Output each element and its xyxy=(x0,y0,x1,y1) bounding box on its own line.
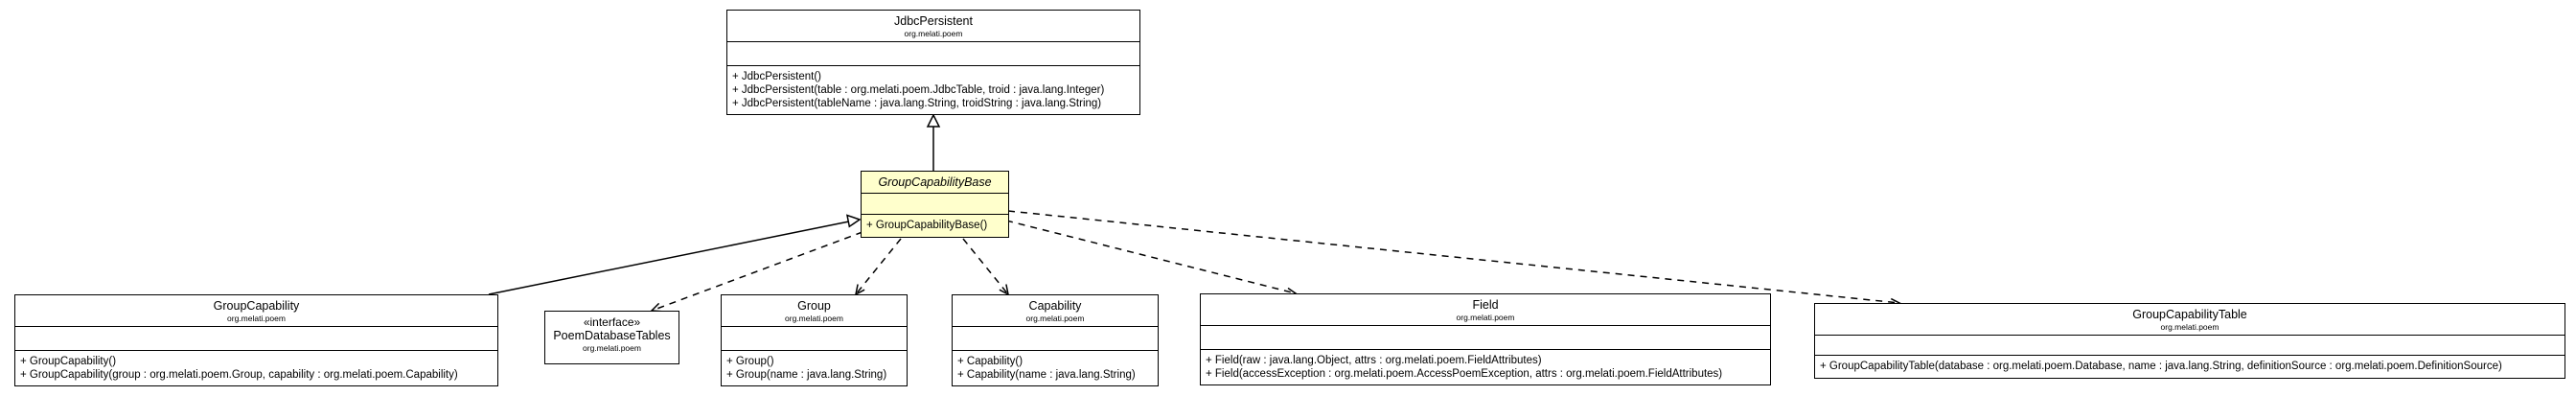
class-header: GroupCapability org.melati.poem xyxy=(15,295,497,326)
operation: + Field(raw : java.lang.Object, attrs : … xyxy=(1206,355,1542,366)
dependency-to-capability xyxy=(962,238,1010,296)
class-name: GroupCapabilityBase xyxy=(878,175,992,189)
operation: + Group() xyxy=(726,356,774,367)
stereotype-label: «interface» xyxy=(583,315,641,329)
class-jdbcpersistent[interactable]: JdbcPersistent org.melati.poem + JdbcPer… xyxy=(726,10,1140,115)
operation: + JdbcPersistent() xyxy=(732,71,821,82)
operation: + JdbcPersistent(tableName : java.lang.S… xyxy=(732,98,1102,109)
attributes-divider xyxy=(722,326,907,327)
class-name: GroupCapability xyxy=(213,299,300,313)
class-groupcapabilitybase[interactable]: GroupCapabilityBase + GroupCapabilityBas… xyxy=(861,171,1009,238)
class-header: JdbcPersistent org.melati.poem xyxy=(727,11,1139,41)
class-name: PoemDatabaseTables xyxy=(553,329,671,342)
class-field[interactable]: Field org.melati.poem + Field(raw : java… xyxy=(1200,293,1771,385)
package-name: org.melati.poem xyxy=(785,314,843,323)
operations-list: + Field(raw : java.lang.Object, attrs : … xyxy=(1206,354,1766,381)
class-groupcapability[interactable]: GroupCapability org.melati.poem + GroupC… xyxy=(14,294,498,386)
operations-list: + Capability() + Capability(name : java.… xyxy=(957,355,1154,382)
operations-divider xyxy=(15,350,497,351)
operation: + GroupCapabilityTable(database : org.me… xyxy=(1820,361,2502,372)
package-name: org.melati.poem xyxy=(1456,313,1515,322)
class-groupcapabilitytable[interactable]: GroupCapabilityTable org.melati.poem + G… xyxy=(1814,303,2565,379)
operations-divider xyxy=(862,214,1008,215)
operation: + Field(accessException : org.melati.poe… xyxy=(1206,368,1723,380)
operation: + Group(name : java.lang.String) xyxy=(726,369,887,381)
attributes-divider xyxy=(727,41,1139,42)
class-header: GroupCapabilityTable org.melati.poem xyxy=(1815,304,2564,335)
operation: + GroupCapability() xyxy=(20,356,117,367)
operations-divider xyxy=(722,350,907,351)
operation: + JdbcPersistent(table : org.melati.poem… xyxy=(732,84,1105,96)
package-name: org.melati.poem xyxy=(904,29,963,38)
class-capability[interactable]: Capability org.melati.poem + Capability(… xyxy=(952,294,1159,386)
operations-divider xyxy=(1201,349,1770,350)
class-name: Field xyxy=(1472,298,1499,312)
class-name: GroupCapabilityTable xyxy=(2132,308,2247,321)
package-name: org.melati.poem xyxy=(583,343,641,353)
class-group[interactable]: Group org.melati.poem + Group() + Group(… xyxy=(721,294,908,386)
class-header: GroupCapabilityBase xyxy=(862,172,1008,193)
class-header: Capability org.melati.poem xyxy=(953,295,1158,326)
package-name: org.melati.poem xyxy=(1025,314,1085,323)
class-name: JdbcPersistent xyxy=(894,14,973,28)
attributes-divider xyxy=(862,193,1008,194)
class-header: «interface» PoemDatabaseTables org.melat… xyxy=(545,312,678,363)
attributes-divider xyxy=(1201,325,1770,326)
class-header: Group org.melati.poem xyxy=(722,295,907,326)
generalization-base-to-jdbcpersistent xyxy=(926,113,941,171)
operations-list: + Group() + Group(name : java.lang.Strin… xyxy=(726,355,903,382)
operation: + GroupCapabilityBase() xyxy=(866,220,988,231)
dependency-to-field xyxy=(1005,220,1298,297)
operation: + GroupCapability(group : org.melati.poe… xyxy=(20,369,458,381)
operations-divider xyxy=(953,350,1158,351)
operations-list: + GroupCapabilityTable(database : org.me… xyxy=(1820,360,2561,373)
interface-poemdatabasetables[interactable]: «interface» PoemDatabaseTables org.melat… xyxy=(544,311,679,364)
operation: + Capability() xyxy=(957,356,1024,367)
class-name: Capability xyxy=(1028,299,1082,313)
operations-divider xyxy=(1815,355,2564,356)
operation: + Capability(name : java.lang.String) xyxy=(957,369,1136,381)
attributes-divider xyxy=(953,326,1158,327)
generalization-groupcapability-to-base xyxy=(488,214,862,295)
attributes-divider xyxy=(1815,335,2564,336)
attributes-divider xyxy=(15,326,497,327)
class-header: Field org.melati.poem xyxy=(1201,294,1770,325)
package-name: org.melati.poem xyxy=(2160,322,2220,332)
package-name: org.melati.poem xyxy=(227,314,286,323)
class-name: Group xyxy=(797,299,831,313)
operations-list: + GroupCapability() + GroupCapability(gr… xyxy=(20,355,494,382)
dependency-to-group xyxy=(854,238,902,296)
operations-list: + GroupCapabilityBase() xyxy=(866,219,1004,232)
operations-list: + JdbcPersistent() + JdbcPersistent(tabl… xyxy=(732,70,1136,110)
operations-divider xyxy=(727,65,1139,66)
